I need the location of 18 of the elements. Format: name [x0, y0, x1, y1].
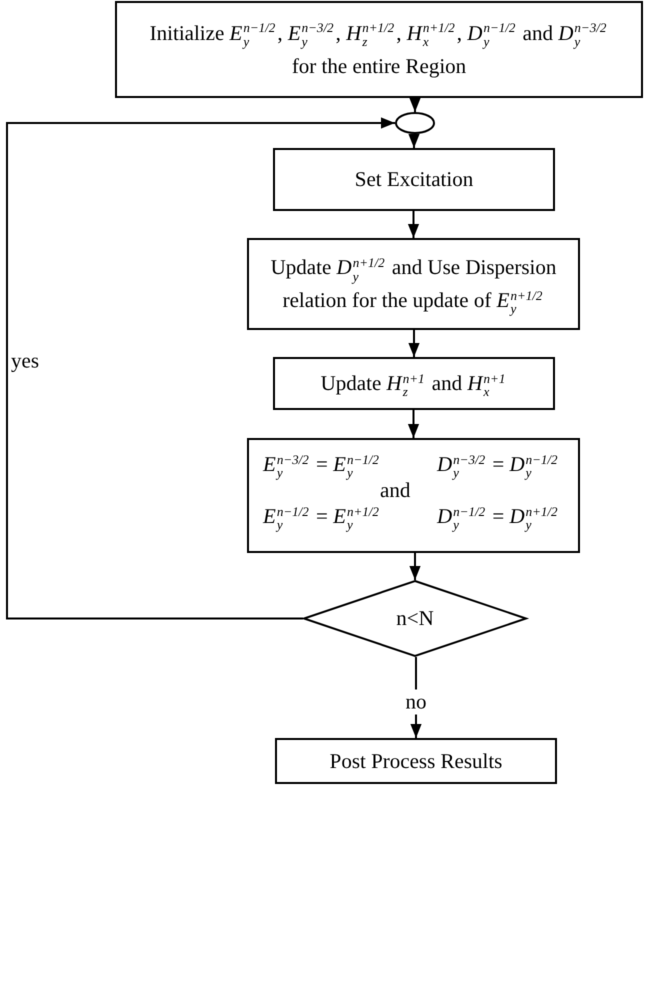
process-box [247, 238, 580, 330]
process-box [275, 738, 557, 784]
node-text: Set Excitation [354, 166, 474, 194]
node-text: n<N [396, 605, 434, 632]
node-text: and [380, 477, 410, 504]
node-text: Post Process Results [330, 748, 502, 775]
process-box [273, 148, 555, 211]
arrow [408, 410, 420, 438]
arrow [408, 330, 420, 357]
arrow [408, 134, 420, 148]
arrow [6, 117, 395, 620]
edge-label: no [404, 689, 428, 714]
process-box [115, 1, 643, 98]
process-box [247, 438, 580, 553]
arrow [409, 553, 421, 580]
arrow [409, 98, 421, 112]
arrow [408, 211, 420, 238]
process-box [273, 357, 555, 410]
